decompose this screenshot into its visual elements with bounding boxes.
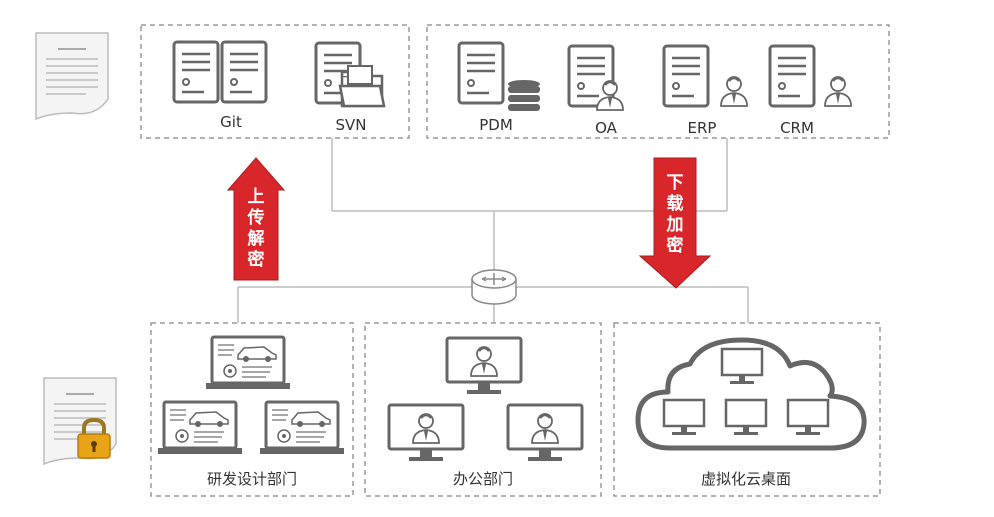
erp-server-icon — [662, 44, 749, 108]
download-encrypt-arrow: 下 载 加 密 — [638, 157, 712, 289]
download-char-1: 下 — [667, 173, 684, 193]
pdm-server-icon — [457, 41, 540, 111]
oa-label: OA — [595, 119, 618, 137]
download-char-2: 载 — [667, 193, 684, 214]
office-department-label: 办公部门 — [453, 470, 513, 488]
office-monitor-icon — [447, 338, 521, 394]
rd-laptop-icon — [258, 400, 346, 456]
rd-laptop-icon — [204, 335, 292, 391]
lock-icon — [77, 417, 111, 459]
rd-department-group — [150, 322, 354, 497]
business-servers-group — [426, 24, 890, 139]
download-char-4: 密 — [667, 235, 684, 256]
pdm-label: PDM — [479, 116, 513, 134]
upload-char-4: 密 — [248, 249, 265, 270]
upload-decrypt-arrow: 上 传 解 密 — [226, 157, 286, 281]
crm-server-icon — [768, 44, 853, 108]
rd-department-label: 研发设计部门 — [207, 470, 297, 488]
oa-server-icon — [567, 44, 625, 112]
upload-char-1: 上 — [248, 187, 265, 207]
download-char-3: 加 — [666, 215, 684, 235]
office-department-group — [364, 322, 602, 497]
upload-char-2: 传 — [247, 207, 265, 228]
erp-label: ERP — [688, 119, 717, 137]
upload-char-3: 解 — [248, 228, 265, 249]
office-monitor-icon — [508, 405, 582, 461]
crm-label: CRM — [780, 119, 814, 137]
svn-label: SVN — [335, 116, 366, 134]
vcs-servers-group — [140, 24, 410, 139]
rd-laptop-icon — [156, 400, 244, 456]
cloud-desktop-group — [613, 322, 881, 497]
cloud-desktop-label: 虚拟化云桌面 — [701, 470, 791, 488]
router-icon — [471, 269, 517, 305]
git-label: Git — [220, 113, 242, 131]
office-monitor-icon — [389, 405, 463, 461]
svn-server-icon — [314, 41, 386, 108]
document-icon — [35, 32, 109, 120]
git-server-icon — [172, 40, 268, 104]
